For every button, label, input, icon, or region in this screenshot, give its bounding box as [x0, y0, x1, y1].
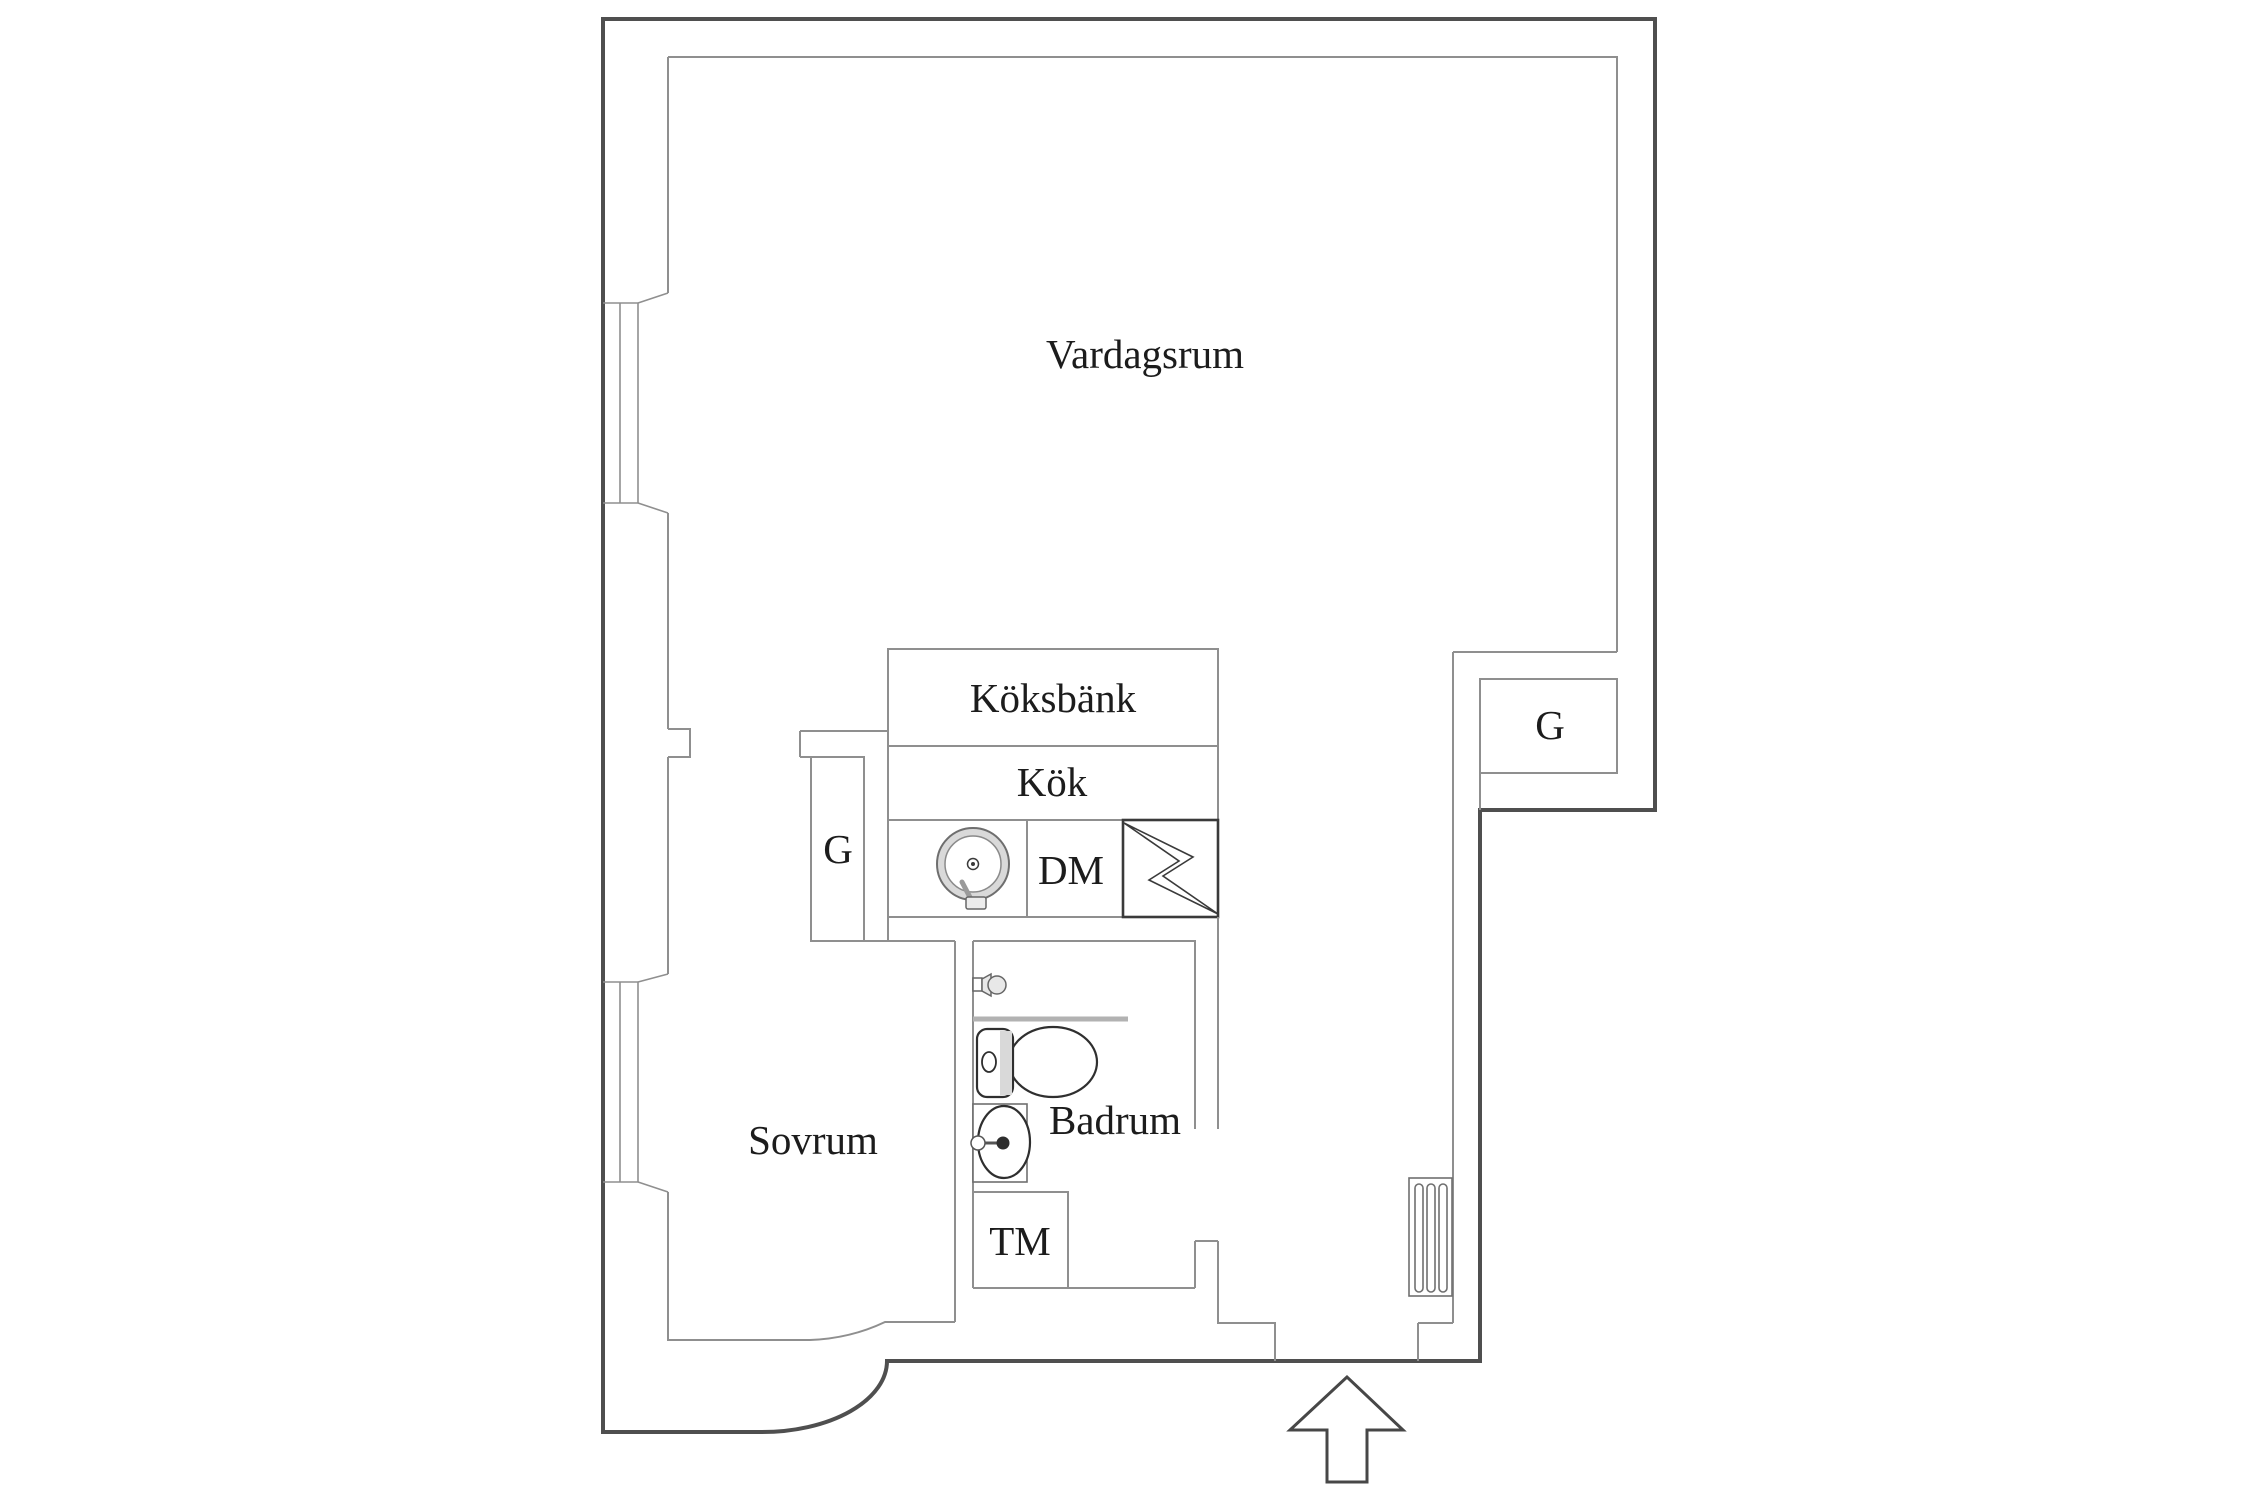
- outer-wall: [601, 17, 1657, 1434]
- kitchen-bench-outline: [887, 648, 1219, 747]
- fixture-label-dishwasher: DM: [1038, 847, 1104, 893]
- pilaster: [668, 728, 691, 758]
- bedroom-walls: [811, 940, 956, 1322]
- interior-wall-lines: [667, 56, 1618, 1341]
- entrance-arrow-icon: [1286, 1374, 1407, 1484]
- washbasin-icon: [970, 1103, 1032, 1183]
- radiator-icon: [1408, 1177, 1453, 1297]
- window-upper: [603, 292, 669, 514]
- fixture-label-washing-machine: TM: [989, 1218, 1051, 1264]
- wardrobe-hall-outline: [1417, 651, 1618, 1361]
- wall-hook-icon: [972, 972, 1007, 998]
- fixture-label-wardrobe-kitchen: G: [823, 826, 853, 872]
- washing-machine-outline: [973, 1191, 1195, 1289]
- room-label-kitchen: Kök: [1017, 759, 1088, 805]
- fixture-label-wardrobe-hall: G: [1535, 702, 1565, 748]
- room-label-bathroom: Badrum: [1049, 1097, 1181, 1143]
- stove-icon: [1121, 818, 1220, 919]
- room-label-bedroom: Sovrum: [748, 1117, 878, 1163]
- toilet-icon: [975, 1025, 1099, 1099]
- window-lower: [603, 973, 669, 1193]
- kitchen-sink-icon: [936, 827, 1010, 910]
- fixture-label-kitchen-bench: Köksbänk: [970, 675, 1137, 721]
- room-label-living-room: Vardagsrum: [1046, 331, 1244, 377]
